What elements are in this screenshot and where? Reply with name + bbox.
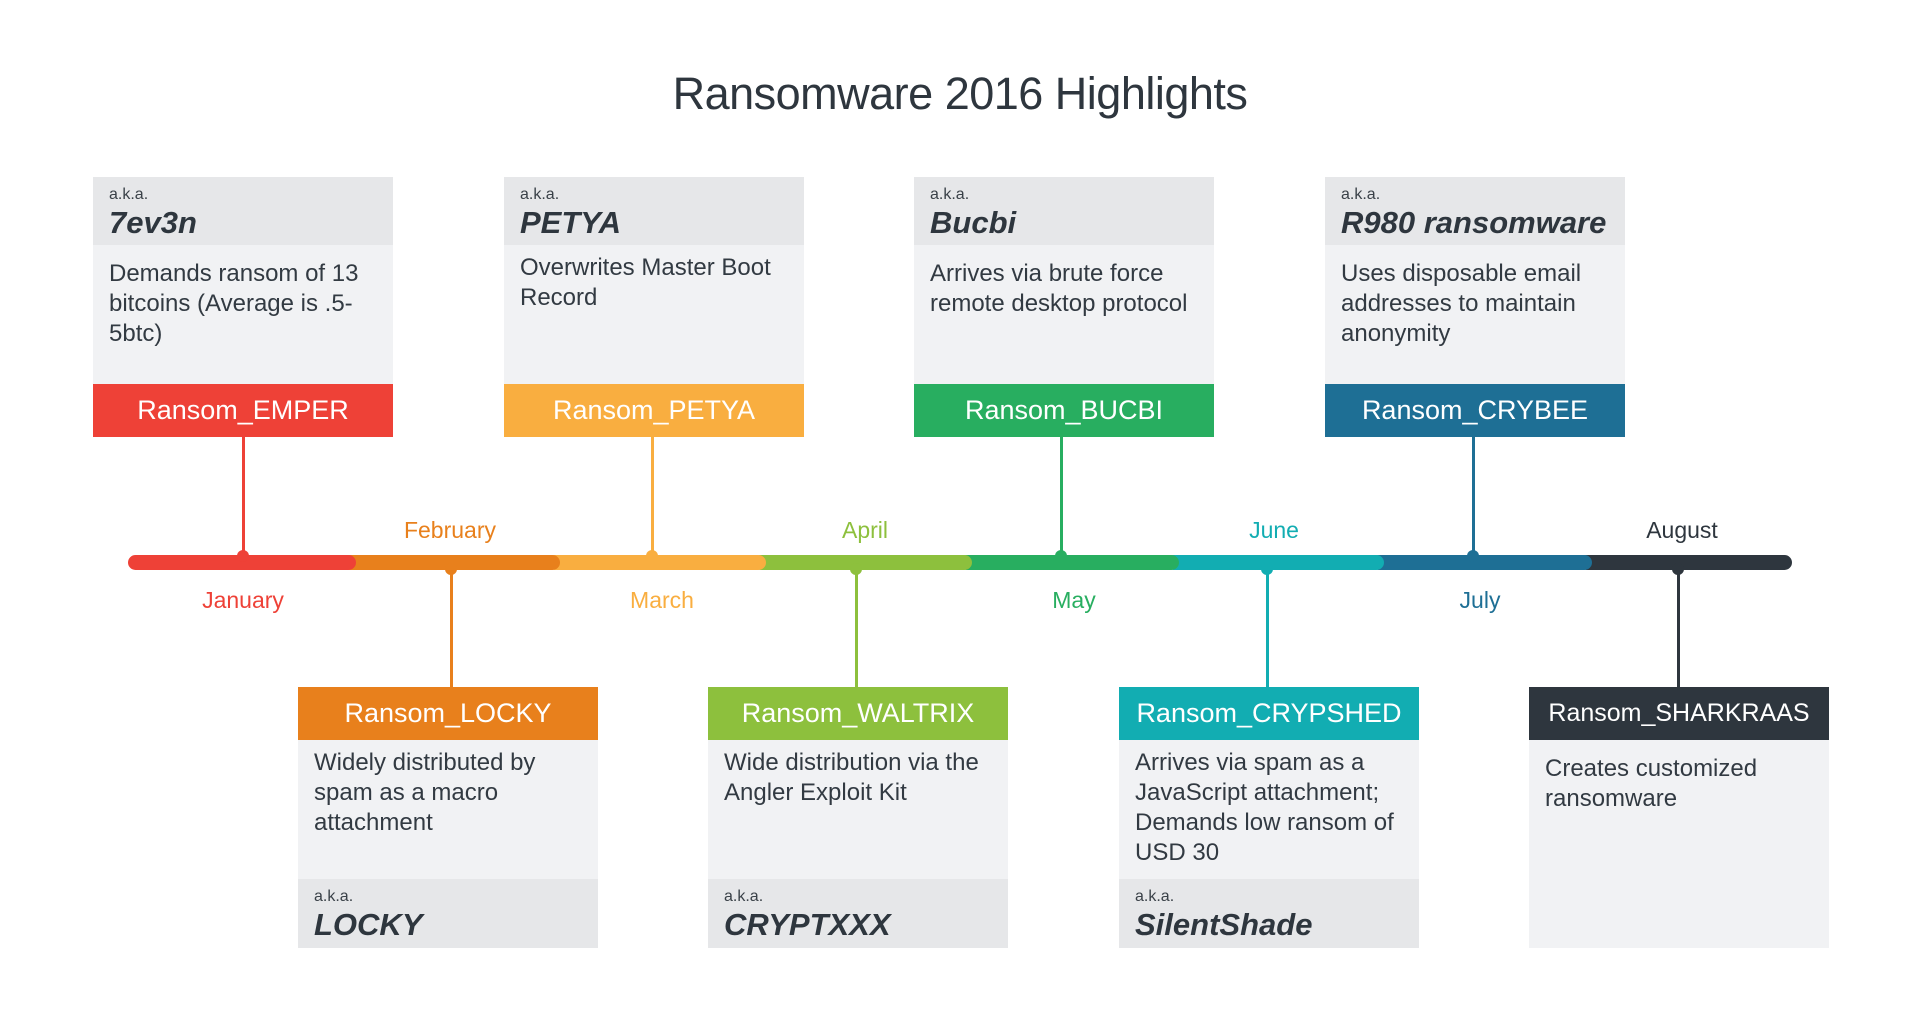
aka-section: a.k.a. Bucbi [914, 177, 1214, 245]
month-label-february: February [403, 517, 497, 543]
aka-section: a.k.a. SilentShade [1119, 879, 1419, 948]
timeline-segment-april [753, 555, 972, 570]
aka-name: CRYPTXXX [724, 907, 891, 942]
card-locky: Ransom_LOCKY Widely distributed by spam … [298, 687, 598, 948]
month-label-july: July [1459, 587, 1501, 613]
aka-label: a.k.a. [520, 186, 560, 203]
card-title: Ransom_LOCKY [298, 687, 598, 740]
month-label-march: March [630, 587, 694, 613]
month-label-may: May [1052, 587, 1096, 613]
aka-label: a.k.a. [724, 888, 764, 905]
card-sharkraas: Ransom_SHARKRAAS Creates customized rans… [1529, 687, 1829, 948]
connector-petya [651, 437, 654, 559]
connector-dot-locky [445, 563, 457, 575]
timeline-segment-july [1371, 555, 1592, 570]
connector-sharkraas [1677, 566, 1680, 687]
card-waltrix: Ransom_WALTRIX Wide distribution via the… [708, 687, 1008, 948]
card-description: Wide distribution via the Angler Exploit… [708, 740, 1008, 879]
connector-waltrix [855, 566, 858, 687]
card-title: Ransom_SHARKRAAS [1529, 687, 1829, 740]
aka-section: a.k.a. PETYA [504, 177, 804, 245]
month-label-april: April [841, 517, 888, 543]
timeline-segment-june [1166, 555, 1384, 570]
connector-crypshed [1266, 566, 1269, 687]
aka-section: a.k.a. LOCKY [298, 879, 598, 948]
card-description: Overwrites Master Boot Record [504, 245, 804, 384]
aka-name: R980 ransomware [1341, 205, 1607, 240]
aka-section: a.k.a. CRYPTXXX [708, 879, 1008, 948]
page-title: Ransomware 2016 Highlights [672, 68, 1248, 119]
timeline-segment-january [128, 555, 356, 570]
timeline-segment-may [959, 555, 1179, 570]
card-description: Demands ransom of 13 bitcoins (Average i… [93, 245, 393, 384]
card-title: Ransom_WALTRIX [708, 687, 1008, 740]
connector-dot-bucbi [1055, 550, 1067, 562]
aka-label: a.k.a. [930, 186, 970, 203]
card-emper: a.k.a. 7ev3n Demands ransom of 13 bitcoi… [93, 177, 393, 437]
connector-dot-crypshed [1261, 563, 1273, 575]
connector-emper [242, 437, 245, 559]
month-label-august: August [1646, 517, 1718, 543]
card-description: Arrives via brute force remote desktop p… [914, 245, 1214, 384]
connector-bucbi [1060, 437, 1063, 559]
connector-dot-sharkraas [1672, 563, 1684, 575]
card-description: Widely distributed by spam as a macro at… [298, 740, 598, 879]
connector-dot-petya [646, 550, 658, 562]
connector-dot-waltrix [850, 563, 862, 575]
card-title: Ransom_PETYA [504, 384, 804, 437]
aka-label: a.k.a. [1135, 888, 1175, 905]
timeline-segment-march [547, 555, 766, 570]
aka-label: a.k.a. [1341, 186, 1381, 203]
aka-name: SilentShade [1135, 907, 1313, 942]
card-description: Uses disposable email addresses to maint… [1325, 245, 1625, 384]
aka-section: a.k.a. 7ev3n [93, 177, 393, 245]
aka-name: LOCKY [314, 907, 423, 942]
card-description: Arrives via spam as a JavaScript attachm… [1119, 740, 1419, 879]
timeline-segment-august [1579, 555, 1792, 570]
aka-label: a.k.a. [109, 186, 149, 203]
aka-name: Bucbi [930, 205, 1017, 240]
card-description: Creates customized ransomware [1529, 740, 1829, 948]
card-title: Ransom_CRYPSHED [1119, 687, 1419, 740]
card-crybee: a.k.a. R980 ransomware Uses disposable e… [1325, 177, 1625, 437]
connector-crybee [1472, 437, 1475, 559]
card-title: Ransom_CRYBEE [1325, 384, 1625, 437]
aka-name: PETYA [520, 205, 622, 240]
card-title: Ransom_EMPER [93, 384, 393, 437]
aka-label: a.k.a. [314, 888, 354, 905]
connector-dot-crybee [1467, 550, 1479, 562]
month-label-june: June [1249, 517, 1299, 543]
connector-dot-emper [237, 550, 249, 562]
card-petya: a.k.a. PETYA Overwrites Master Boot Reco… [504, 177, 804, 437]
month-label-january: January [202, 587, 284, 613]
card-bucbi: a.k.a. Bucbi Arrives via brute force rem… [914, 177, 1214, 437]
aka-name: 7ev3n [109, 205, 197, 240]
card-crypshed: Ransom_CRYPSHED Arrives via spam as a Ja… [1119, 687, 1419, 948]
timeline-segment-february [342, 555, 560, 570]
card-title: Ransom_BUCBI [914, 384, 1214, 437]
connector-locky [450, 566, 453, 687]
aka-section: a.k.a. R980 ransomware [1325, 177, 1625, 245]
